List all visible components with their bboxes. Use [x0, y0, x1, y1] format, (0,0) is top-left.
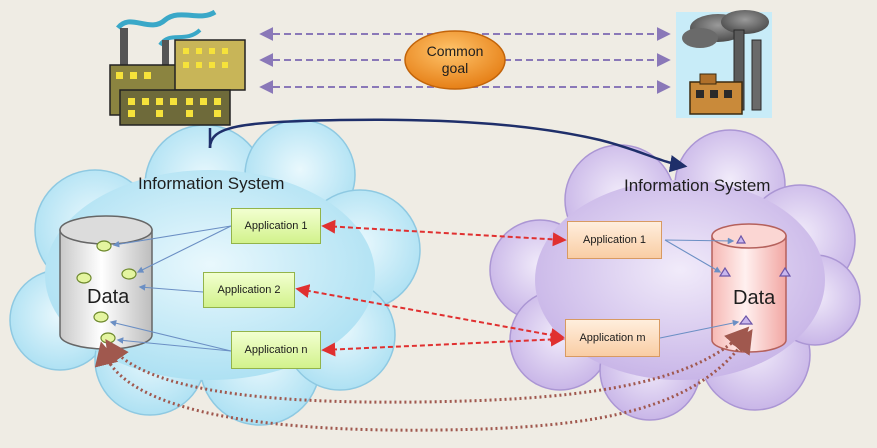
right-factory-illustration — [676, 10, 772, 118]
right-data-nodes — [718, 234, 792, 325]
right-data-label: Data — [733, 287, 776, 309]
left-application-n: Application n — [231, 331, 321, 369]
system-link-arrow — [208, 118, 688, 173]
right-application-m: Application m — [565, 319, 660, 357]
left-application-2: Application 2 — [203, 272, 295, 308]
common-goal-shape — [404, 30, 506, 90]
right-cloud — [489, 129, 861, 421]
left-data-cylinder — [59, 215, 153, 350]
left-application-1: Application 1 — [231, 208, 321, 244]
right-system-title: Information System — [624, 176, 771, 195]
right-application-1: Application 1 — [567, 221, 662, 259]
data-links — [94, 326, 753, 432]
app-links — [295, 219, 567, 357]
common-goal-label: Common goal — [410, 43, 500, 77]
left-data-label: Data — [87, 286, 130, 308]
common-goal-line2: goal — [441, 60, 469, 76]
common-goal-line1: Common — [426, 43, 484, 59]
left-system-title: Information System — [138, 174, 285, 193]
left-factory-illustration — [109, 9, 246, 126]
